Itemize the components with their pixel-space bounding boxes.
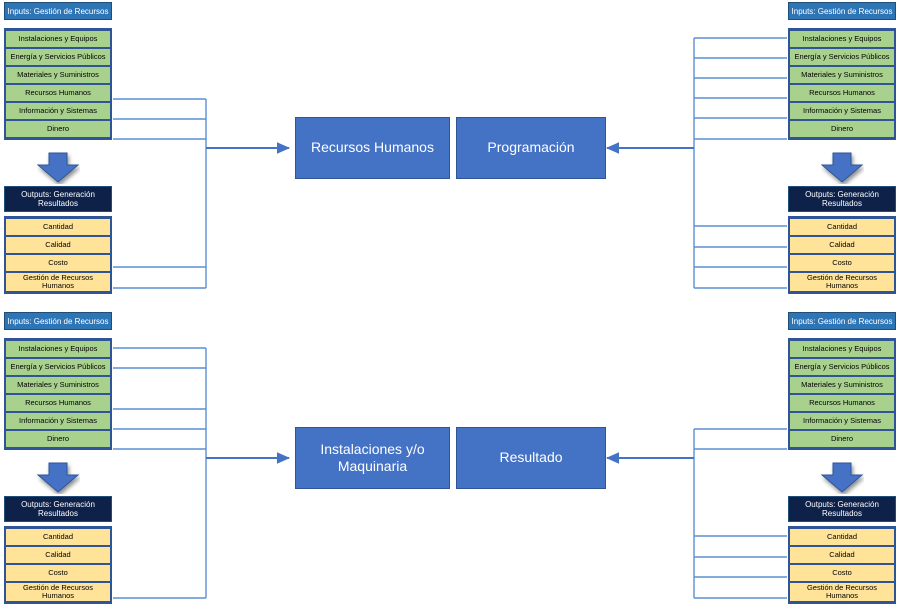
quadrant-top-right-inputs: Inputs: Gestión de Recursos Instalacione…	[788, 2, 896, 140]
wires-bottom-right	[693, 428, 787, 599]
input-item-dinero[interactable]: Dinero	[6, 430, 110, 448]
output-item-costo[interactable]: Costo	[790, 564, 894, 582]
outputs-list: Cantidad Calidad Costo Gestión de Recurs…	[4, 216, 112, 294]
outputs-header: Outputs: Generación Resultados	[788, 186, 896, 212]
input-item-energia[interactable]: Energía y Servicios Públicos	[790, 48, 894, 66]
input-item-energia[interactable]: Energía y Servicios Públicos	[6, 358, 110, 376]
output-item-calidad[interactable]: Calidad	[6, 236, 110, 254]
inputs-list: Instalaciones y Equipos Energía y Servic…	[788, 28, 896, 140]
input-item-materiales[interactable]: Materiales y Suministros	[6, 66, 110, 84]
input-item-recursos-humanos[interactable]: Recursos Humanos	[6, 84, 110, 102]
outputs-header: Outputs: Generación Resultados	[4, 186, 112, 212]
inputs-list: Instalaciones y Equipos Energía y Servic…	[4, 338, 112, 450]
input-item-recursos-humanos[interactable]: Recursos Humanos	[6, 394, 110, 412]
input-item-energia[interactable]: Energía y Servicios Públicos	[6, 48, 110, 66]
inputs-header: Inputs: Gestión de Recursos	[4, 2, 112, 20]
wires-top-left	[113, 98, 207, 289]
quadrant-bottom-right-inputs: Inputs: Gestión de Recursos Instalacione…	[788, 312, 896, 450]
outputs-list: Cantidad Calidad Costo Gestión de Recurs…	[788, 526, 896, 604]
outputs-list: Cantidad Calidad Costo Gestión de Recurs…	[4, 526, 112, 604]
quadrant-top-right-outputs: Outputs: Generación Resultados Cantidad …	[788, 186, 896, 294]
inputs-list: Instalaciones y Equipos Energía y Servic…	[4, 28, 112, 140]
output-item-cantidad[interactable]: Cantidad	[790, 528, 894, 546]
quadrant-bottom-left-outputs: Outputs: Generación Resultados Cantidad …	[4, 496, 112, 604]
input-item-dinero[interactable]: Dinero	[790, 120, 894, 138]
process-box-resultado[interactable]: Resultado	[456, 427, 606, 489]
inputs-header: Inputs: Gestión de Recursos	[4, 312, 112, 330]
input-item-informacion[interactable]: Información y Sistemas	[6, 412, 110, 430]
output-item-gestion-rrhh[interactable]: Gestión de Recursos Humanos	[6, 582, 110, 602]
input-item-informacion[interactable]: Información y Sistemas	[6, 102, 110, 120]
output-item-costo[interactable]: Costo	[790, 254, 894, 272]
down-block-arrow-icon	[36, 462, 80, 493]
input-item-informacion[interactable]: Información y Sistemas	[790, 102, 894, 120]
input-item-recursos-humanos[interactable]: Recursos Humanos	[790, 84, 894, 102]
inputs-list: Instalaciones y Equipos Energía y Servic…	[788, 338, 896, 450]
inputs-header: Inputs: Gestión de Recursos	[788, 2, 896, 20]
outputs-list: Cantidad Calidad Costo Gestión de Recurs…	[788, 216, 896, 294]
outputs-header: Outputs: Generación Resultados	[788, 496, 896, 522]
output-item-gestion-rrhh[interactable]: Gestión de Recursos Humanos	[790, 582, 894, 602]
quadrant-bottom-left-inputs: Inputs: Gestión de Recursos Instalacione…	[4, 312, 112, 450]
wires-bottom-left	[113, 347, 207, 599]
output-item-costo[interactable]: Costo	[6, 254, 110, 272]
down-block-arrow-icon	[36, 152, 80, 183]
output-item-gestion-rrhh[interactable]: Gestión de Recursos Humanos	[790, 272, 894, 292]
input-item-dinero[interactable]: Dinero	[6, 120, 110, 138]
input-item-instalaciones[interactable]: Instalaciones y Equipos	[790, 30, 894, 48]
output-item-costo[interactable]: Costo	[6, 564, 110, 582]
output-item-cantidad[interactable]: Cantidad	[6, 218, 110, 236]
output-item-calidad[interactable]: Calidad	[6, 546, 110, 564]
process-box-instalaciones-maquinaria[interactable]: Instalaciones y/o Maquinaria	[295, 427, 450, 489]
output-item-cantidad[interactable]: Cantidad	[790, 218, 894, 236]
quadrant-top-left-outputs: Outputs: Generación Resultados Cantidad …	[4, 186, 112, 294]
input-item-instalaciones[interactable]: Instalaciones y Equipos	[6, 340, 110, 358]
output-item-calidad[interactable]: Calidad	[790, 236, 894, 254]
output-item-calidad[interactable]: Calidad	[790, 546, 894, 564]
input-item-materiales[interactable]: Materiales y Suministros	[6, 376, 110, 394]
input-item-materiales[interactable]: Materiales y Suministros	[790, 66, 894, 84]
outputs-header: Outputs: Generación Resultados	[4, 496, 112, 522]
process-box-programacion[interactable]: Programación	[456, 117, 606, 179]
output-item-cantidad[interactable]: Cantidad	[6, 528, 110, 546]
input-item-energia[interactable]: Energía y Servicios Públicos	[790, 358, 894, 376]
quadrant-top-left-inputs: Inputs: Gestión de Recursos Instalacione…	[4, 2, 112, 140]
input-item-instalaciones[interactable]: Instalaciones y Equipos	[790, 340, 894, 358]
input-item-materiales[interactable]: Materiales y Suministros	[790, 376, 894, 394]
input-item-instalaciones[interactable]: Instalaciones y Equipos	[6, 30, 110, 48]
down-block-arrow-icon	[820, 152, 864, 183]
inputs-header: Inputs: Gestión de Recursos	[788, 312, 896, 330]
down-block-arrow-icon	[820, 462, 864, 493]
input-item-informacion[interactable]: Información y Sistemas	[790, 412, 894, 430]
output-item-gestion-rrhh[interactable]: Gestión de Recursos Humanos	[6, 272, 110, 292]
input-item-dinero[interactable]: Dinero	[790, 430, 894, 448]
quadrant-bottom-right-outputs: Outputs: Generación Resultados Cantidad …	[788, 496, 896, 604]
process-box-recursos-humanos[interactable]: Recursos Humanos	[295, 117, 450, 179]
wires-top-right	[693, 37, 787, 289]
input-item-recursos-humanos[interactable]: Recursos Humanos	[790, 394, 894, 412]
